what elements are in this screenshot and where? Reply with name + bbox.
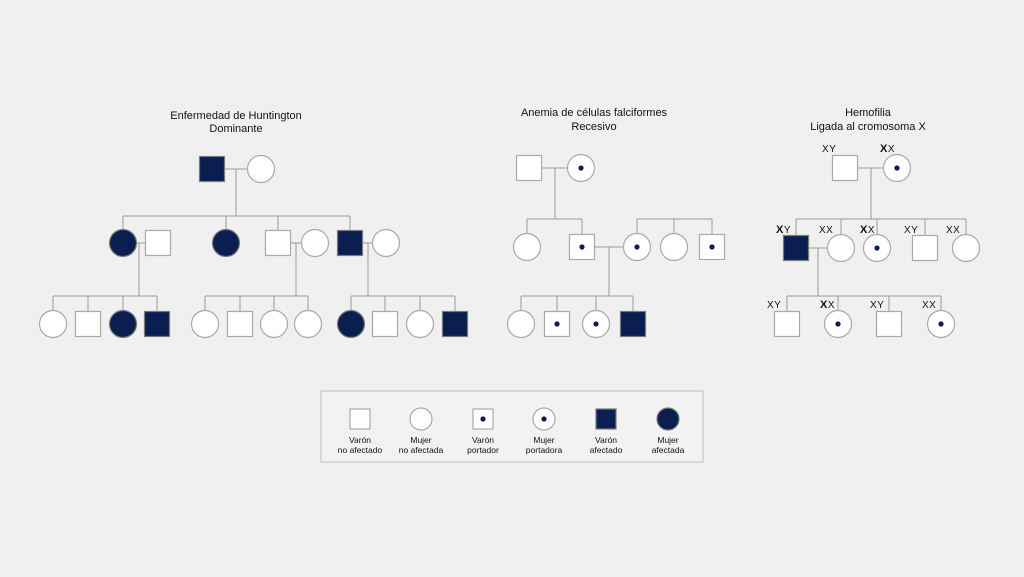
female-unaffected-symbol [951, 233, 981, 263]
genotype-label: XX [922, 300, 936, 311]
male-unaffected-symbol [911, 234, 939, 262]
legend-sublabel-female-unaffected: no afectada [399, 445, 444, 455]
legend-label-male-carrier: Varón [472, 435, 494, 445]
female-unaffected-symbol [190, 309, 220, 339]
male-affected-symbol [198, 155, 226, 183]
carrier-dot [541, 416, 547, 422]
male-unaffected-symbol [264, 229, 292, 257]
female-affected-symbol [211, 228, 241, 258]
carrier-dot [835, 321, 841, 327]
male-unaffected-symbol [831, 154, 859, 182]
legend-sublabel-male-unaffected: no afectado [338, 445, 383, 455]
legend-label-female-unaffected: Mujer [410, 435, 431, 445]
male-unaffected-symbol [226, 310, 254, 338]
legend-box [320, 390, 704, 463]
legend-label-female-affected: Mujer [657, 435, 678, 445]
carrier-dot [894, 165, 900, 171]
carrier-dot [480, 416, 486, 422]
female-unaffected-symbol [659, 232, 689, 262]
legend-sublabel-male-affected: afectado [590, 445, 623, 455]
male-unaffected-symbol [74, 310, 102, 338]
genotype-label: XY [870, 300, 884, 311]
legend-sublabel-female-carrier: portadora [526, 445, 563, 455]
sickle-subtitle: Recesivo [571, 121, 616, 133]
legend-label-male-unaffected: Varón [349, 435, 371, 445]
genotype-label: XY [776, 224, 791, 236]
female-unaffected-symbol [293, 309, 323, 339]
genotype-label: XY [822, 144, 836, 155]
female-unaffected-symbol [38, 309, 68, 339]
male-unaffected-symbol [875, 310, 903, 338]
female-affected-symbol [108, 309, 138, 339]
huntington-title: Enfermedad de Huntington [170, 110, 301, 122]
male-unaffected-symbol [349, 408, 371, 430]
female-unaffected-symbol [826, 233, 856, 263]
male-affected-symbol [336, 229, 364, 257]
female-affected-symbol [656, 407, 680, 431]
legend-symbols [349, 407, 680, 431]
genotype-label: XX [880, 143, 895, 155]
genotype-label: XY [767, 300, 781, 311]
male-affected-symbol [143, 310, 171, 338]
male-affected-symbol [595, 408, 617, 430]
legend: Varón no afectado Mujer no afectada Varó… [320, 390, 704, 463]
pedigree-individuals [38, 153, 981, 339]
male-affected-symbol [619, 310, 647, 338]
female-unaffected-symbol [512, 232, 542, 262]
female-unaffected-symbol [246, 154, 276, 184]
carrier-dot [554, 321, 560, 327]
carrier-dot [874, 245, 880, 251]
hemophilia-title: Hemofilia [845, 107, 892, 119]
hemophilia-genotypes: XY XX XY XX XX XY XX XY XX XY XX [767, 143, 960, 311]
carrier-dot [634, 244, 640, 250]
legend-sublabel-female-affected: afectada [652, 445, 685, 455]
male-affected-symbol [441, 310, 469, 338]
legend-label-female-carrier: Mujer [533, 435, 554, 445]
legend-label-male-affected: Varón [595, 435, 617, 445]
carrier-dot [938, 321, 944, 327]
female-unaffected-symbol [409, 407, 433, 431]
carrier-dot [709, 244, 715, 250]
carrier-dot [578, 165, 584, 171]
genotype-label: XX [860, 224, 875, 236]
male-unaffected-symbol [144, 229, 172, 257]
genotype-label: XX [820, 299, 835, 311]
male-affected-symbol [782, 234, 810, 262]
genotype-label: XY [904, 225, 918, 236]
female-unaffected-symbol [405, 309, 435, 339]
sickle-title: Anemia de células falciformes [521, 107, 668, 119]
female-unaffected-symbol [506, 309, 536, 339]
male-unaffected-symbol [371, 310, 399, 338]
huntington-subtitle: Dominante [209, 123, 262, 135]
carrier-dot [593, 321, 599, 327]
hemophilia-subtitle: Ligada al cromosoma X [810, 121, 926, 133]
pedigree-lines [52, 167, 967, 311]
male-unaffected-symbol [773, 310, 801, 338]
genotype-label: XX [946, 225, 960, 236]
female-affected-symbol [108, 228, 138, 258]
female-affected-symbol [336, 309, 366, 339]
female-unaffected-symbol [371, 228, 401, 258]
female-unaffected-symbol [259, 309, 289, 339]
male-unaffected-symbol [515, 154, 543, 182]
female-unaffected-symbol [300, 228, 330, 258]
genotype-label: XX [819, 225, 833, 236]
legend-sublabel-male-carrier: portador [467, 445, 499, 455]
carrier-dot [579, 244, 585, 250]
